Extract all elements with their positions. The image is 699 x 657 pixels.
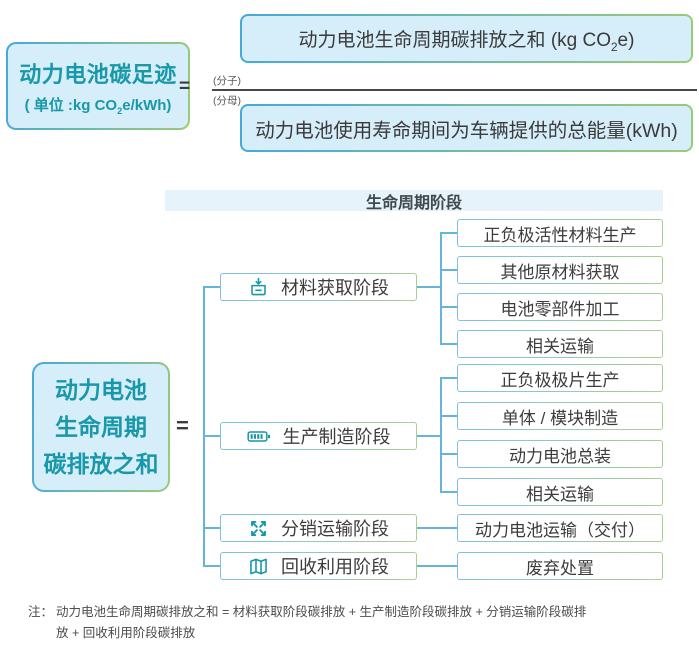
- stage-recycling: 回收利用阶段: [220, 552, 417, 580]
- stage-label: 回收利用阶段: [281, 557, 389, 577]
- stage1-right-stub: [417, 286, 441, 288]
- sub-box-other-raw-material: 其他原材料获取: [457, 256, 663, 284]
- subject-unit: ( 单位 :kg CO2e/kWh): [24, 94, 172, 116]
- lifecycle-phase-banner: 生命周期阶段: [165, 190, 663, 212]
- sub-box-waste-disposal: 废弃处置: [457, 552, 663, 580]
- battery-icon: [246, 430, 270, 442]
- root-line-2: 生命周期: [55, 413, 147, 440]
- unit-subscript: 2: [117, 106, 123, 116]
- unit-pre: ( 单位 :kg CO: [24, 97, 118, 114]
- root-line-1: 动力电池: [55, 376, 147, 403]
- root-line-3: 碳排放之和: [43, 450, 159, 477]
- sub-box-active-material-production: 正负极活性材料生产: [457, 219, 663, 247]
- footnote: 注： 动力电池生命周期碳排放之和 = 材料获取阶段碳排放 + 生产制造阶段碳排放…: [28, 602, 586, 644]
- map-icon: [250, 558, 267, 574]
- stage2-right-stub: [417, 435, 441, 437]
- arrows-out-icon: [251, 520, 266, 536]
- connector-stage-2: [203, 435, 221, 437]
- stage-production-manufacturing: 生产制造阶段: [220, 422, 417, 450]
- stage2-child1-stub: [440, 377, 457, 379]
- sub-box-electrode-sheet-production: 正负极极片生产: [457, 364, 663, 392]
- footnote-text: 动力电池生命周期碳排放之和 = 材料获取阶段碳排放 + 生产制造阶段碳排放 + …: [56, 602, 586, 644]
- fraction-line: [212, 89, 697, 91]
- sub-box-related-transport-1: 相关运输: [457, 330, 663, 358]
- stage2-child2-stub: [440, 415, 457, 417]
- connector-stage-1: [203, 286, 221, 288]
- numerator-tag: (分子): [213, 75, 241, 87]
- unit-post: e/kWh): [122, 97, 172, 114]
- stage4-child-connector: [417, 565, 457, 567]
- numerator-box: 动力电池生命周期碳排放之和 (kg CO2e): [240, 14, 693, 63]
- lifecycle-sum-root-box: 动力电池 生命周期 碳排放之和: [32, 362, 170, 492]
- equals-sign-mid: =: [176, 413, 189, 438]
- numerator-subscript: 2: [611, 40, 618, 54]
- stage3-child-connector: [417, 527, 457, 529]
- stage-label: 材料获取阶段: [281, 278, 389, 298]
- stage-label: 生产制造阶段: [282, 427, 391, 447]
- connector-stage-4: [203, 565, 221, 567]
- numerator-text: 动力电池生命周期碳排放之和 (kg CO2e): [298, 25, 635, 54]
- stage-material-acquisition: 材料获取阶段: [220, 273, 417, 301]
- stage1-bracket-vertical: [440, 232, 442, 344]
- footnote-label: 注：: [28, 605, 54, 619]
- stage-label: 分销运输阶段: [281, 519, 389, 539]
- connector-stage-3: [203, 527, 221, 529]
- stage2-child3-stub: [440, 453, 457, 455]
- stage1-child1-stub: [440, 232, 457, 234]
- battery-carbon-footprint-box: 动力电池碳足迹 ( 单位 :kg CO2e/kWh): [6, 42, 190, 130]
- footnote-line-1: 动力电池生命周期碳排放之和 = 材料获取阶段碳排放 + 生产制造阶段碳排放 + …: [56, 605, 587, 619]
- sub-box-battery-delivery: 动力电池运输（交付）: [457, 514, 663, 542]
- sub-box-battery-parts-processing: 电池零部件加工: [457, 293, 663, 321]
- stage2-bracket-vertical: [440, 377, 442, 492]
- subject-title: 动力电池碳足迹: [19, 62, 177, 87]
- stage1-child2-stub: [440, 269, 457, 271]
- stage1-child4-stub: [440, 343, 457, 345]
- stage1-child3-stub: [440, 306, 457, 308]
- numerator-pre: 动力电池生命周期碳排放之和 (kg CO: [298, 30, 611, 51]
- sub-box-cell-module-manufacturing: 单体 / 模块制造: [457, 402, 663, 430]
- stage2-child4-stub: [440, 491, 457, 493]
- denominator-tag: (分母): [213, 95, 241, 107]
- sub-box-related-transport-2: 相关运输: [457, 478, 663, 506]
- footnote-line-2: 放 + 回收利用阶段碳排放: [56, 626, 196, 640]
- sub-box-battery-assembly: 动力电池总装: [457, 440, 663, 468]
- stage-distribution-transport: 分销运输阶段: [220, 514, 417, 542]
- inbox-arrow-icon: [251, 277, 266, 295]
- numerator-post: e): [617, 30, 635, 51]
- equals-sign-top: =: [179, 76, 191, 97]
- denominator-box: 动力电池使用寿命期间为车辆提供的总能量(kWh): [240, 104, 693, 152]
- main-bracket-vertical: [203, 286, 205, 566]
